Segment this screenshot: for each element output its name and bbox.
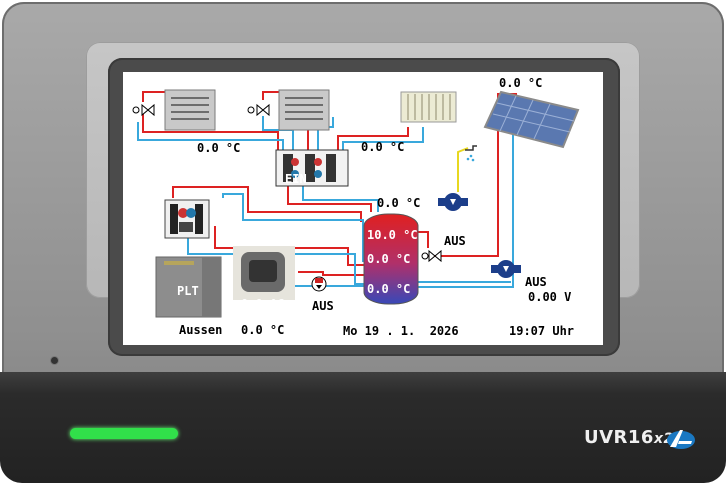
status-led	[70, 428, 178, 439]
fan-heater-icon	[164, 89, 216, 131]
tap-icon	[465, 145, 477, 162]
stove-temp: 0.0 °C	[241, 297, 285, 311]
stove-pump-status[interactable]: AUS	[312, 299, 334, 313]
distributor-icon	[275, 149, 349, 187]
boiler-label[interactable]: PLT	[177, 284, 199, 298]
tank-bottom-temp: 0.0 °C	[367, 282, 411, 296]
valve-icon	[247, 103, 270, 117]
pump-icon	[491, 260, 521, 278]
valve-icon	[132, 103, 155, 117]
hydraulic-schematic	[132, 89, 580, 318]
pump-icon	[438, 193, 468, 211]
pump-top-status[interactable]: AUS	[444, 234, 466, 248]
dhw-pipe	[457, 147, 469, 192]
tank-top-temp: 10.0 °C	[367, 228, 418, 242]
radiator-left-temp: 0.0 °C	[197, 141, 241, 155]
housing-base	[0, 372, 726, 483]
tank-mid-temp: 0.0 °C	[367, 252, 411, 266]
mixing-valve-icon	[421, 249, 442, 263]
pellet-boiler-icon	[155, 256, 222, 318]
brand-logo-icon	[667, 430, 695, 449]
fan-heater-icon	[278, 89, 330, 131]
time-display: 19:07 Uhr	[509, 324, 575, 338]
pump-icon	[311, 276, 327, 292]
wood-stove-icon	[233, 246, 295, 300]
solar-collector-temp: 0.0 °C	[499, 76, 543, 90]
distributor-status[interactable]: EIN	[285, 172, 307, 186]
date-display: Mo 19 . 1. 2026	[343, 324, 459, 338]
pump-group-icon	[164, 199, 210, 239]
tank-top-sensor-temp: 0.0 °C	[377, 196, 421, 210]
touch-display[interactable]: 0.0 °C 0.0 °C 0.0 °C EIN 0.0 °C 10.0 °C …	[123, 72, 603, 345]
model-name: UVR16x2	[584, 427, 674, 448]
outside-temp: 0.0 °C	[241, 323, 285, 337]
buffer-tank-icon	[363, 213, 419, 305]
light-sensor	[51, 357, 58, 364]
solar-collector-icon	[483, 90, 580, 149]
radiator-icon	[400, 91, 457, 123]
radiator-right-temp: 0.0 °C	[361, 140, 405, 154]
solar-pump-status[interactable]: AUS	[525, 275, 547, 289]
outside-label: Aussen	[179, 323, 223, 337]
solar-pump-output: 0.00 V	[528, 290, 572, 304]
